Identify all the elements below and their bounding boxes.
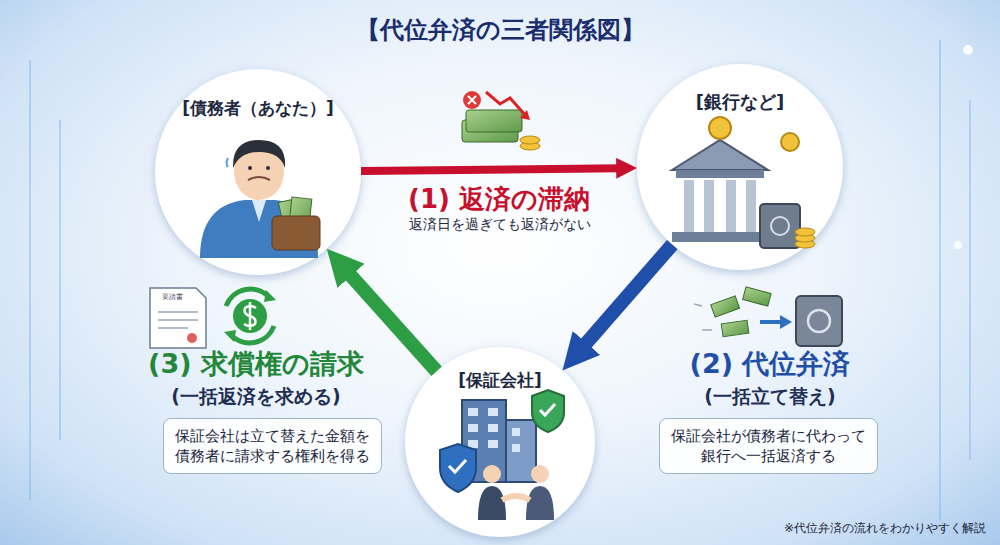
document-title: 要請書 bbox=[162, 292, 183, 302]
flow-arrow bbox=[582, 245, 673, 349]
person-icon bbox=[200, 140, 320, 258]
circle-heading: [保証会社] bbox=[405, 369, 595, 392]
step-subheading: (一括立て替え) bbox=[704, 384, 835, 410]
note-box: 保証会社は立て替えた金額を債務者に請求する権利を得る bbox=[163, 418, 382, 475]
edge-subtext: 返済日を過ぎても返済がない bbox=[409, 216, 591, 234]
diagram-title: 【代位弁済の三者関係図】 bbox=[356, 14, 645, 46]
bank-circle bbox=[637, 64, 843, 270]
circle-heading: [債務者（あなた）] bbox=[155, 97, 361, 120]
flow-arrow bbox=[361, 168, 620, 171]
step-heading: (2) 代位弁済 bbox=[690, 346, 851, 382]
footnote: ※代位弁済の流れをわかりやすく解説 bbox=[784, 520, 986, 537]
step-subheading: (一括返済を求める) bbox=[171, 384, 340, 410]
overdue-money-icon bbox=[462, 91, 540, 150]
request-document-icon bbox=[150, 288, 276, 348]
step-heading: (3) 求償権の請求 bbox=[148, 346, 364, 382]
money-to-safe-icon bbox=[694, 287, 842, 346]
bank-icon bbox=[672, 117, 815, 248]
guarantor-circle: [保証会社] bbox=[405, 347, 595, 537]
debtor-circle bbox=[155, 69, 361, 275]
circle-heading: [銀行など] bbox=[637, 90, 843, 114]
bank-circle: [銀行など] bbox=[637, 64, 843, 270]
guarantor-circle bbox=[405, 347, 595, 537]
note-text: 保証会社が債務者に代わって銀行へ一括返済する bbox=[670, 426, 867, 467]
glow-lines bbox=[30, 40, 970, 520]
note-text: 保証会社は立て替えた金額を債務者に請求する権利を得る bbox=[174, 426, 371, 467]
company-icon bbox=[440, 390, 564, 520]
debtor-circle: [債務者（あなた）] bbox=[155, 69, 361, 275]
note-box: 保証会社が債務者に代わって銀行へ一括返済する bbox=[659, 418, 878, 475]
edge-label: (1) 返済の滞納 bbox=[408, 182, 590, 217]
